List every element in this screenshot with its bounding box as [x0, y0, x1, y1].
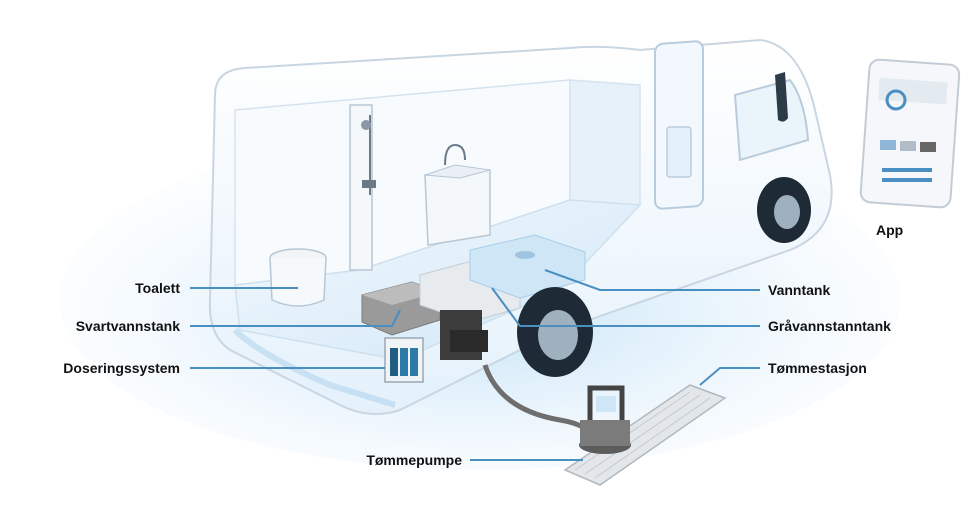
side-door — [654, 40, 704, 210]
label-vanntank: Vanntank — [768, 282, 831, 298]
sink-cabinet — [424, 143, 491, 246]
body-skirt — [232, 327, 396, 408]
label-tommepumpe: Tømmepumpe — [366, 452, 462, 468]
fresh-water-tank — [469, 234, 586, 299]
front-wheel — [757, 177, 811, 243]
leader-gravannstanntank — [491, 287, 760, 327]
dosing-system — [384, 337, 424, 383]
side-mirror — [775, 72, 788, 122]
leader-lines — [190, 269, 760, 461]
label-svartvannstank: Svartvannstank — [75, 318, 180, 334]
dump-station-grate — [563, 384, 727, 486]
emptying-pump — [579, 385, 631, 454]
cab-window — [733, 78, 810, 162]
leader-vanntank — [544, 269, 760, 291]
label-doseringssystem: Doseringssystem — [63, 360, 180, 376]
rear-wheel — [517, 287, 593, 377]
leader-svartvannstank — [190, 309, 401, 327]
toilet — [269, 248, 327, 307]
phone-app — [859, 58, 961, 209]
label-gravannstanntank: Gråvannstanntank — [768, 318, 891, 334]
label-tommestasjon: Tømmestasjon — [768, 360, 867, 376]
label-app: App — [876, 222, 904, 238]
interior-side-wall — [569, 79, 641, 206]
label-toalett: Toalett — [135, 280, 180, 296]
door-window — [666, 126, 692, 178]
leader-tommestasjon — [699, 367, 760, 386]
shower — [349, 104, 376, 271]
